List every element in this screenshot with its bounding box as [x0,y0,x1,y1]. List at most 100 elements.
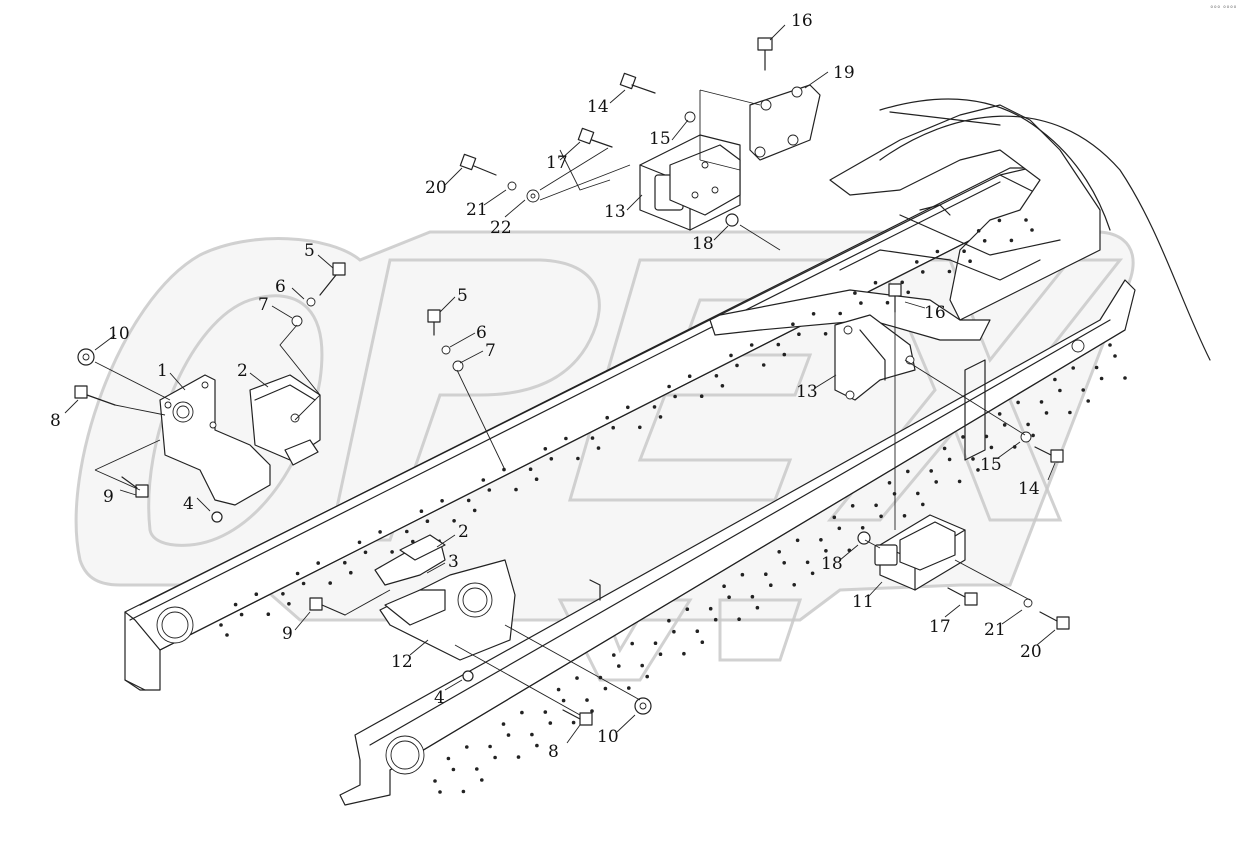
frame-hole [590,436,595,440]
callout-7-left: 7 [258,295,269,315]
frame-hole [493,755,497,760]
frame-hole [451,767,456,772]
frame-hole [295,571,300,576]
frame-hole [761,363,766,367]
frame-hole [892,492,897,496]
frame-hole [535,743,539,748]
callout-9-left: 9 [103,487,114,507]
frame-hole [590,709,594,713]
frame-hole [708,606,713,611]
frame-hole [720,384,725,388]
callout-6-left: 6 [275,277,286,297]
frame-hole [947,457,952,462]
frame-hole [824,549,828,553]
frame-hole [349,570,353,575]
frame-hole [316,561,321,565]
frame-hole [695,629,700,633]
frame-hole [885,300,890,305]
frame-hole [685,607,690,611]
frame-hole [548,721,553,725]
frame-hole [764,572,768,576]
frame-hole [612,653,616,657]
frame-hole [440,499,444,503]
frame-hole [700,640,705,644]
frame-hole [819,538,823,542]
callout-17-right: 17 [929,617,951,637]
frame-hole [438,790,442,794]
frame-hole [832,515,837,520]
frame-hole [638,425,642,430]
frame-hole [630,641,634,646]
callout-21-right: 21 [984,620,1006,640]
frame-hole [934,480,938,484]
frame-hole [626,405,630,410]
callout-20-right: 20 [1020,642,1042,662]
frame-hole [687,374,692,379]
frame-hole [301,581,306,586]
frame-hole [378,530,382,534]
callout-10-lower: 10 [597,727,619,747]
frame-hole [472,508,477,513]
frame-hole [543,447,548,451]
callout-8-lower: 8 [548,742,559,762]
frame-hole [645,674,649,679]
frame-hole [900,280,904,285]
callout-labels: 16 19 14 15 17 20 21 22 13 18 5 6 7 5 6 … [50,11,1042,762]
frame-hole [961,435,965,439]
frame-hole [405,529,409,534]
callout-19: 19 [833,63,855,83]
frame-hole [561,698,566,703]
frame-hole [714,374,719,378]
frame-hole [363,550,368,555]
frame-hole [837,526,842,531]
frame-hole [585,698,589,702]
frame-hole [879,514,883,519]
frame-hole [1039,400,1044,404]
frame-hole [658,415,663,419]
frame-hole [1024,218,1028,222]
frame-hole [357,540,362,545]
callout-5-left: 5 [304,241,315,261]
frame-hole [506,733,511,737]
upper-mount-assembly [639,84,821,231]
frame-hole [755,605,760,610]
frame-hole [942,446,947,451]
frame-hole [502,467,506,472]
frame-hole [740,572,745,577]
callout-4-left: 4 [183,494,194,514]
frame-hole [727,595,731,599]
frame-hole [287,602,291,606]
frame-hole [466,498,471,503]
frame-hole [239,612,244,617]
frame-hole [749,343,754,347]
cross-members [709,98,1211,361]
frame-hole [984,434,989,439]
callout-11: 12 [391,652,413,672]
frame-hole [699,394,704,399]
frame-hole [1009,238,1014,243]
frame-hole [516,755,521,759]
frame-hole [838,311,842,316]
left-mount-assembly [159,374,321,506]
frame-hole [792,583,796,587]
frame-hole [906,469,910,474]
callout-15-top: 15 [649,129,671,149]
frame-hole [627,686,631,690]
frame-hole [873,280,878,285]
frame-hole [929,469,933,473]
frame-hole [722,584,726,588]
frame-hole [1071,366,1075,370]
frame-hole [1044,411,1049,415]
frame-hole [488,744,492,749]
frame-hole [859,301,863,305]
frame-hole [962,249,966,253]
frame-hole [480,778,484,782]
frame-hole [281,592,285,596]
frame-hole [823,332,828,336]
frame-hole [1068,410,1072,415]
callout-4-lower: 4 [434,688,445,708]
frame-hole [777,550,781,554]
frame-hole [1094,365,1099,370]
frame-hole [1053,377,1057,382]
frame-hole [971,457,975,461]
